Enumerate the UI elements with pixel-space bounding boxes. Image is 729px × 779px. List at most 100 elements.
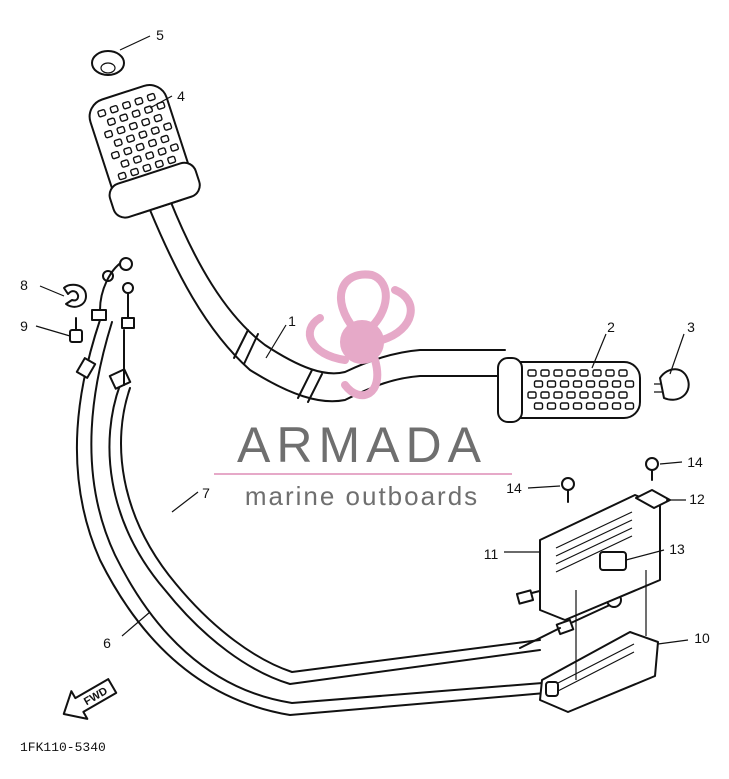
callout-9: 9 bbox=[20, 318, 28, 334]
grip-hole bbox=[169, 143, 180, 152]
grip-right-drawing bbox=[497, 357, 641, 423]
grip-hole bbox=[566, 391, 576, 399]
grip-hole bbox=[120, 159, 130, 168]
grip-hole bbox=[119, 113, 129, 122]
grip-hole bbox=[546, 380, 557, 388]
callout-12: 12 bbox=[689, 491, 705, 507]
propeller-logo bbox=[305, 270, 415, 400]
grip-hole bbox=[125, 134, 136, 143]
grip-hole bbox=[116, 125, 126, 135]
callout-10: 10 bbox=[694, 630, 710, 646]
grip-hole bbox=[134, 96, 144, 106]
clip-drawing bbox=[63, 283, 87, 308]
grip-hole bbox=[624, 380, 635, 388]
cable-6-drawing bbox=[75, 257, 581, 716]
grip-hole bbox=[167, 155, 177, 165]
grip-hole bbox=[131, 109, 141, 118]
callout-2: 2 bbox=[607, 319, 615, 335]
grip-end-left-drawing bbox=[91, 50, 125, 76]
callout-14-right: 14 bbox=[687, 454, 703, 470]
diagram-code: 1FK110-5340 bbox=[20, 740, 106, 755]
callout-6: 6 bbox=[103, 635, 111, 651]
callout-13: 13 bbox=[669, 541, 685, 557]
grip-end-right-drawing bbox=[654, 368, 690, 401]
grip-hole bbox=[146, 92, 156, 102]
callout-labels: 1 2 3 4 5 6 7 8 9 10 11 12 13 14 14 bbox=[20, 27, 710, 651]
grip-hole bbox=[160, 134, 170, 144]
grip-hole bbox=[113, 138, 123, 147]
grip-hole bbox=[566, 369, 576, 377]
grip-hole bbox=[611, 402, 622, 410]
grip-hole bbox=[559, 402, 570, 410]
grip-hole bbox=[117, 171, 127, 181]
callout-11: 11 bbox=[484, 546, 499, 562]
grip-hole bbox=[106, 117, 116, 126]
grip-hole bbox=[546, 402, 557, 410]
handlebar-drawing bbox=[149, 199, 506, 403]
grip-left-drawing bbox=[88, 84, 201, 219]
grip-hole bbox=[533, 380, 544, 388]
grip-hole bbox=[598, 380, 609, 388]
grip-hole bbox=[579, 391, 589, 399]
bolt-drawing bbox=[69, 317, 83, 343]
callout-8: 8 bbox=[20, 277, 28, 293]
grip-hole bbox=[598, 402, 609, 410]
grip-hole bbox=[130, 167, 140, 177]
grip-hole bbox=[592, 369, 602, 377]
forward-direction-arrow: FWD bbox=[62, 678, 118, 720]
grip-hole bbox=[97, 108, 107, 118]
grip-hole bbox=[121, 100, 132, 110]
grip-hole bbox=[142, 163, 152, 173]
grip-hole bbox=[611, 380, 622, 388]
grip-hole bbox=[527, 391, 537, 399]
grip-hole bbox=[533, 402, 544, 410]
grip-hole bbox=[145, 151, 155, 160]
callout-3: 3 bbox=[687, 319, 695, 335]
grip-hole bbox=[150, 126, 160, 135]
grip-hole bbox=[624, 402, 635, 410]
grip-hole bbox=[135, 142, 145, 152]
grip-hole bbox=[104, 129, 114, 139]
grip-hole bbox=[147, 138, 158, 148]
grip-hole bbox=[592, 391, 602, 399]
screw-drawings bbox=[561, 457, 659, 503]
watermark-brand: ARMADA bbox=[237, 417, 487, 473]
grip-hole bbox=[138, 130, 148, 139]
grip-hole bbox=[553, 391, 563, 399]
grip-hole bbox=[132, 155, 142, 164]
grip-hole bbox=[585, 402, 596, 410]
callout-14-left: 14 bbox=[506, 480, 522, 496]
grip-hole bbox=[553, 369, 563, 377]
callout-5: 5 bbox=[156, 27, 164, 43]
block-drawing bbox=[599, 551, 627, 571]
assembly-lines bbox=[575, 570, 647, 680]
grip-hole bbox=[572, 380, 583, 388]
callout-4: 4 bbox=[177, 88, 185, 104]
grip-hole bbox=[141, 117, 151, 127]
grip-hole bbox=[157, 147, 167, 156]
grip-hole bbox=[154, 159, 164, 169]
callout-7: 7 bbox=[202, 485, 210, 501]
grip-hole bbox=[585, 380, 596, 388]
grip-hole bbox=[540, 391, 550, 399]
callout-1: 1 bbox=[288, 313, 296, 329]
grip-hole bbox=[110, 150, 120, 160]
grip-hole bbox=[605, 391, 615, 399]
grip-hole bbox=[540, 369, 550, 377]
grip-hole bbox=[153, 113, 163, 123]
grip-hole bbox=[109, 104, 119, 114]
leader-lines bbox=[35, 35, 689, 645]
grip-hole bbox=[605, 369, 615, 377]
grip-hole bbox=[123, 146, 133, 156]
watermark: ARMADA marine outboards bbox=[214, 270, 512, 511]
grip-hole bbox=[618, 369, 628, 377]
grip-hole bbox=[128, 121, 138, 131]
grip-hole bbox=[572, 402, 583, 410]
grip-hole bbox=[143, 105, 154, 114]
grip-hole bbox=[618, 391, 628, 399]
grip-hole bbox=[163, 122, 173, 131]
cover-lower-drawing bbox=[539, 631, 659, 713]
grip-hole bbox=[559, 380, 570, 388]
